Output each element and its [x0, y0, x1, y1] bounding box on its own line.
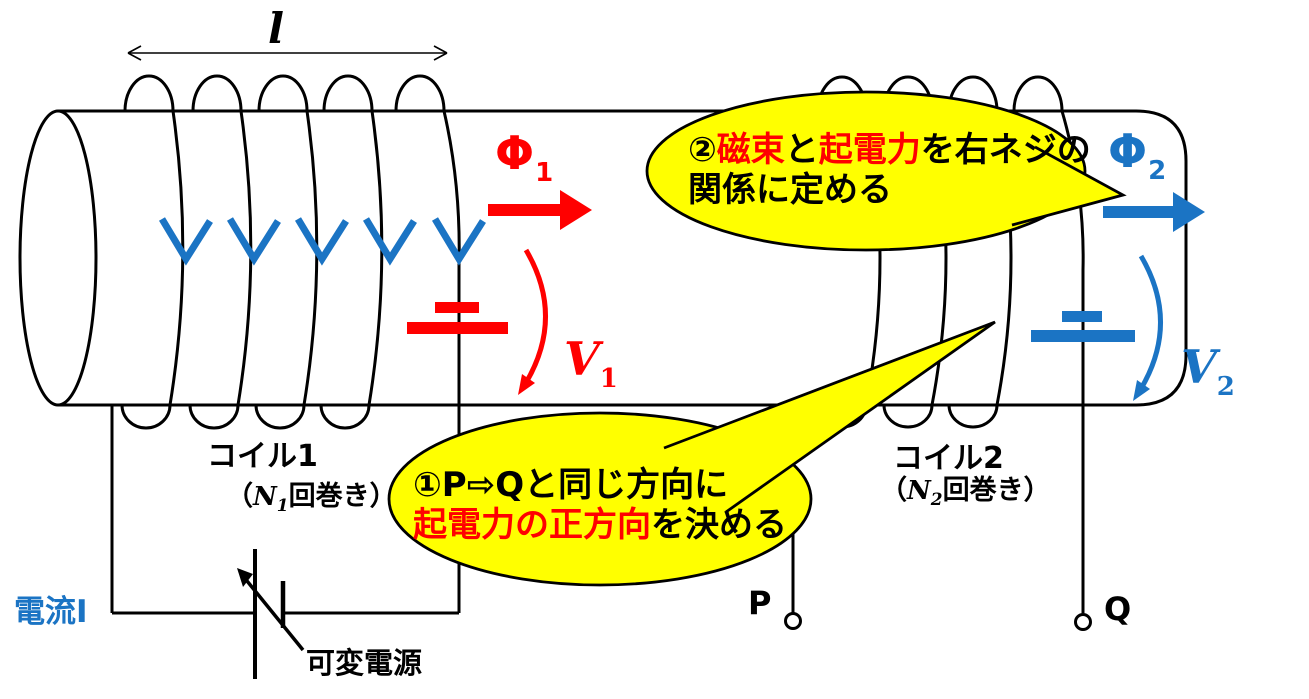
- emf1-subscript: 1: [599, 364, 618, 394]
- coil1-paren-open: （: [226, 481, 253, 512]
- flux2-subscript: 2: [1148, 156, 1167, 186]
- coil1-n-subscript: 1: [276, 496, 289, 516]
- coil2-n-subscript: 2: [930, 490, 943, 510]
- flux1-subscript: 1: [535, 158, 554, 188]
- callout-text-segment: を決める: [651, 505, 787, 545]
- callout-step1-tail: [663, 320, 996, 514]
- terminal-q-label: Q: [1104, 590, 1132, 628]
- current-direction-chevrons: [158, 217, 486, 266]
- emf2-label: V2: [1181, 340, 1235, 402]
- flux1-symbol: Φ: [495, 126, 535, 180]
- coil2-name-label: コイル2: [893, 441, 1004, 476]
- terminal-p-node: [784, 612, 802, 630]
- callout-step1: [387, 320, 996, 587]
- emf1-symbol-text: V: [564, 332, 600, 386]
- callout-text-segment: 磁束: [716, 130, 785, 170]
- drive-circuit: [112, 549, 459, 679]
- callout-text-line: ②磁束と起電力を右ネジの: [688, 130, 1091, 170]
- emf2-subscript: 2: [1216, 372, 1235, 402]
- emf2-direction-arc: [1136, 254, 1163, 394]
- terminal-q-node: [1074, 613, 1092, 631]
- coil2-windings-label: （N2回巻き）: [880, 468, 1051, 510]
- emf2-symbol: [1031, 311, 1135, 342]
- coil1-end-wire: [394, 74, 461, 613]
- callout-text-segment: 関係に定める: [688, 170, 892, 210]
- coil2-n-symbol: N: [907, 476, 931, 506]
- coil2-paren-open: （: [880, 475, 907, 506]
- coil1-n-symbol: N: [253, 482, 277, 512]
- flux2-symbol: Φ: [1108, 124, 1148, 178]
- terminal-p-label: P: [748, 584, 772, 622]
- emf1-label: V1: [564, 332, 618, 394]
- emf1-symbol: [407, 302, 508, 334]
- flux2-arrow: [1103, 192, 1205, 232]
- callout-text-segment: ②: [688, 130, 717, 170]
- variable-arrow-head: [237, 568, 253, 587]
- callout-step2: [645, 90, 1127, 252]
- callout-text-segment: ①P⇨Qと同じ方向に: [413, 465, 729, 505]
- flux1-arrow: [488, 190, 592, 230]
- callout-text-segment: と: [784, 130, 819, 170]
- callout-text-line: 関係に定める: [688, 170, 1091, 210]
- coil-length-label: l: [268, 4, 284, 53]
- emf2-symbol-text: V: [1181, 340, 1217, 394]
- callout-text-segment: 起電力の正方向: [413, 505, 651, 545]
- callout-text-line: 起電力の正方向を決める: [413, 505, 787, 545]
- coil1-windings-label: （N1回巻き）: [226, 474, 397, 516]
- callout-step2-text: ②磁束と起電力を右ネジの関係に定める: [688, 130, 1091, 210]
- coil1-paren-close: 回巻き）: [288, 481, 397, 512]
- callout-text-line: ①P⇨Qと同じ方向に: [413, 465, 787, 505]
- callout-text-segment: 起電力: [818, 130, 921, 170]
- emf1-direction-arrowhead: [518, 374, 535, 395]
- flux2-label: Φ2: [1108, 124, 1166, 186]
- coil1-name-label: コイル1: [207, 439, 318, 474]
- coil2-q-wire: [1012, 75, 1085, 613]
- coil2-paren-close: 回巻き）: [942, 475, 1051, 506]
- length-dimension-arrow: [127, 45, 448, 61]
- variable-arrow: [241, 574, 305, 652]
- callout-step1-text: ①P⇨Qと同じ方向に起電力の正方向を決める: [413, 465, 787, 545]
- core-cylinder: [18, 109, 1188, 407]
- emf1-direction-arc: [521, 248, 548, 388]
- flux1-label: Φ1: [495, 126, 553, 188]
- current-label: 電流I: [14, 594, 88, 630]
- coil1-winding: [110, 74, 461, 613]
- emf2-direction-arrowhead: [1133, 380, 1150, 401]
- variable-source-label: 可変電源: [306, 646, 423, 680]
- callout-step2-tail: [1011, 145, 1127, 227]
- callout-text-segment: を右ネジの: [920, 130, 1091, 170]
- core-left-endcap: [18, 109, 98, 407]
